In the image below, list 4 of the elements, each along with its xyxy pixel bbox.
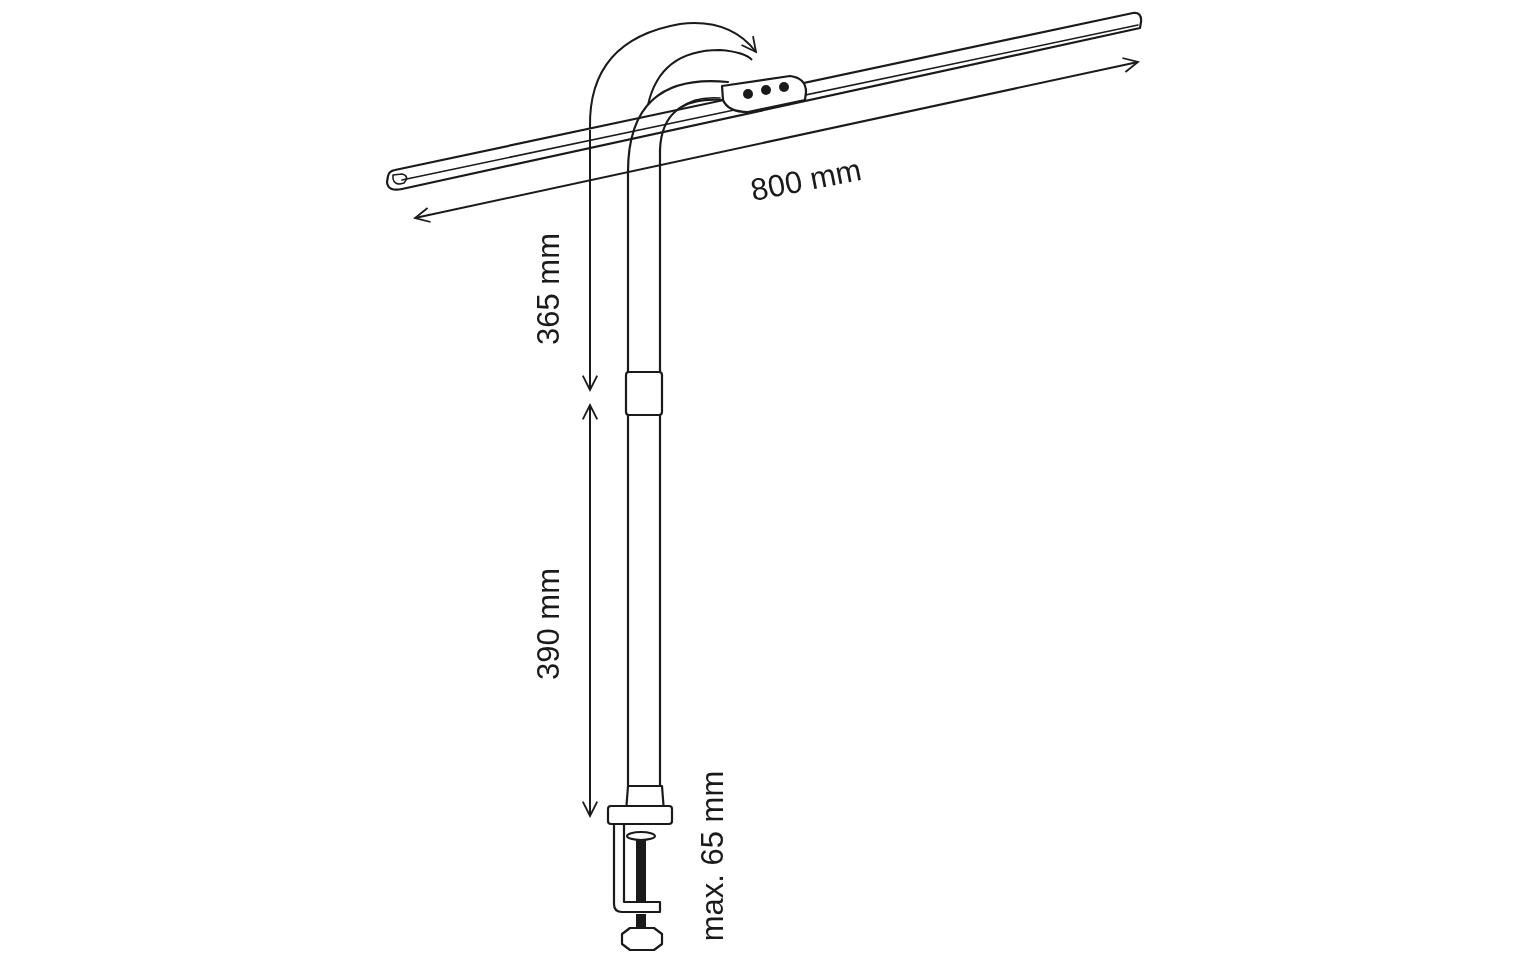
dimension-label: 800 mm: [747, 152, 865, 208]
dimension-label: max. 65 mm: [694, 770, 730, 942]
dimension-label: 365 mm: [530, 233, 566, 345]
dimension-label: 390 mm: [530, 568, 566, 680]
